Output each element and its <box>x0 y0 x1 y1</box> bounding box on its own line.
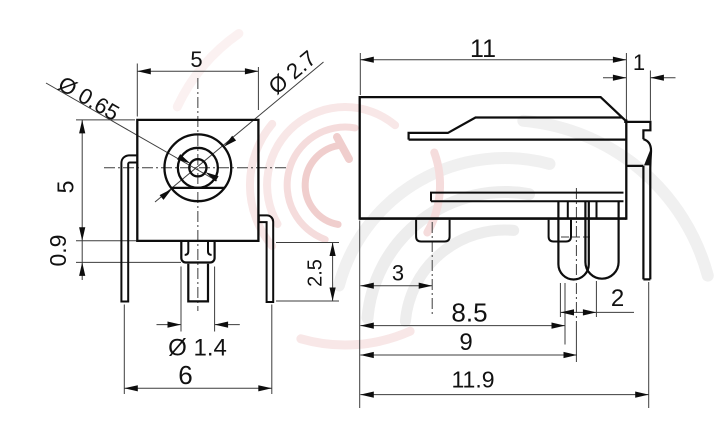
svg-text:5: 5 <box>52 181 78 194</box>
svg-text:1: 1 <box>633 50 645 75</box>
svg-text:Ø 1.4: Ø 1.4 <box>168 335 227 362</box>
svg-text:11.9: 11.9 <box>451 366 494 392</box>
svg-text:2.5: 2.5 <box>305 259 327 287</box>
svg-text:2: 2 <box>611 285 624 312</box>
svg-text:6: 6 <box>178 360 192 390</box>
svg-text:0.9: 0.9 <box>45 235 71 267</box>
svg-text:8.5: 8.5 <box>451 297 487 327</box>
svg-text:11: 11 <box>470 35 496 63</box>
svg-text:Ø 2.7: Ø 2.7 <box>264 45 321 99</box>
svg-text:3: 3 <box>392 260 404 285</box>
svg-text:Ø 0.65: Ø 0.65 <box>54 71 124 126</box>
svg-text:9: 9 <box>459 329 472 356</box>
svg-text:5: 5 <box>190 47 202 72</box>
